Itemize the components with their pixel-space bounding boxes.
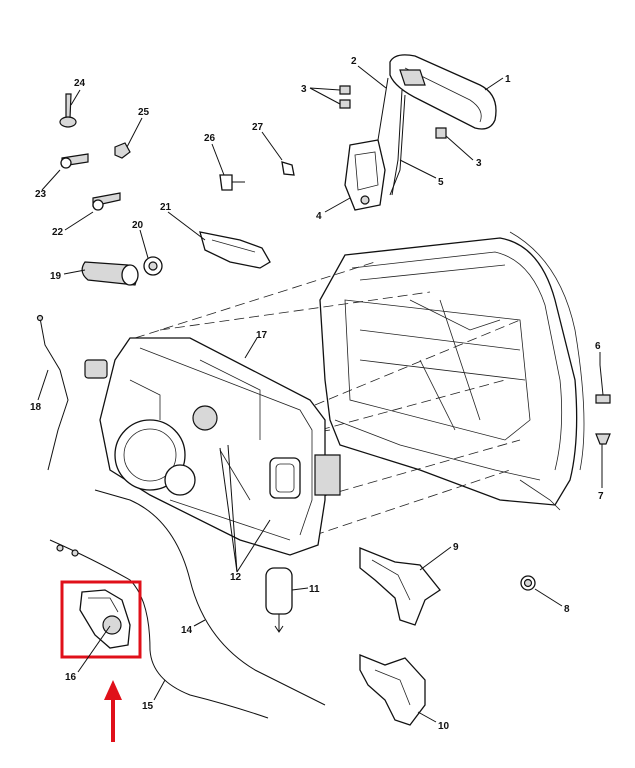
callout-1: 1 [505, 74, 511, 85]
callout-5: 5 [438, 177, 444, 188]
washer-20 [143, 256, 163, 276]
screw-3-top [339, 85, 351, 109]
cable-14 [94, 489, 326, 706]
door-module-carrier-17 [84, 337, 341, 556]
callout-12: 12 [230, 572, 242, 583]
callout-11: 11 [309, 584, 320, 595]
outside-handle-1 [389, 54, 497, 130]
callout-18: 18 [30, 402, 42, 413]
callout-10: 10 [438, 721, 450, 732]
clip-27 [281, 161, 295, 176]
roller-19 [81, 261, 139, 286]
nut-25 [114, 142, 131, 159]
callout-19: 19 [50, 271, 62, 282]
clip-26 [219, 174, 245, 191]
callout-8: 8 [564, 604, 570, 615]
callout-27: 27 [252, 122, 264, 133]
bolt-6 [595, 364, 611, 404]
callout-23: 23 [35, 189, 47, 200]
callout-3b: 3 [476, 158, 482, 169]
bracket-9 [359, 547, 441, 626]
callout-7: 7 [598, 491, 604, 502]
highlight-arrow [104, 680, 122, 742]
seal-11 [265, 567, 293, 633]
callout-9: 9 [453, 542, 459, 553]
screw-3-right [435, 127, 447, 139]
leader-lines [37, 65, 603, 723]
callout-21: 21 [160, 202, 172, 213]
callout-15: 15 [142, 701, 154, 712]
bracket-21 [199, 231, 271, 269]
bolt-24 [59, 93, 77, 128]
bracket-10 [359, 654, 426, 726]
grommet-8 [520, 575, 536, 591]
rod-5 [389, 94, 406, 196]
callout-25: 25 [138, 107, 150, 118]
callout-22: 22 [52, 227, 64, 238]
callout-6: 6 [595, 341, 601, 352]
callout-16: 16 [65, 672, 77, 683]
callout-26: 26 [204, 133, 216, 144]
callout-4: 4 [316, 211, 322, 222]
bolt-22 [92, 192, 121, 211]
clip-7 [595, 433, 611, 445]
bolt-23 [60, 153, 89, 169]
callout-2: 2 [351, 56, 357, 67]
callout-3a: 3 [301, 84, 307, 95]
latch-4 [344, 139, 386, 211]
window-motor-16 [79, 589, 131, 649]
callout-labels: 1 2 3 3 4 5 6 7 8 9 10 11 12 14 15 16 17… [30, 56, 604, 732]
door-inner-frame [319, 231, 585, 511]
callout-17: 17 [256, 330, 268, 341]
rod-18 [36, 314, 69, 471]
callout-20: 20 [132, 220, 144, 231]
callout-24: 24 [74, 78, 86, 89]
cable-15 [49, 539, 269, 719]
callout-14: 14 [181, 625, 193, 636]
highlight-box [60, 580, 142, 659]
